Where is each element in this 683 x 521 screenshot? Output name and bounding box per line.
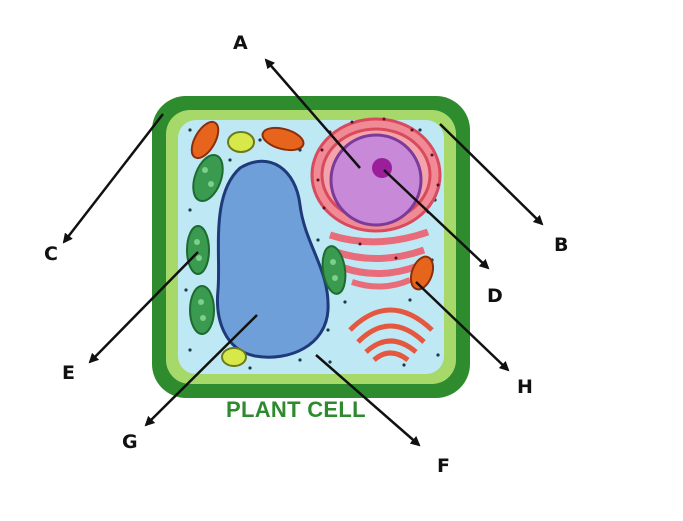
label-e: E xyxy=(62,362,75,384)
label-d: D xyxy=(487,285,503,307)
nucleus xyxy=(329,133,423,227)
ribosomes xyxy=(316,117,440,260)
diagram-title: PLANT CELL xyxy=(226,397,366,422)
central-vacuole xyxy=(215,159,330,359)
label-c: C xyxy=(44,243,58,265)
label-b: B xyxy=(554,234,569,256)
golgi-apparatus xyxy=(348,307,434,363)
mitochondria xyxy=(190,120,435,291)
label-g: G xyxy=(122,431,138,453)
arrow-b xyxy=(439,123,544,226)
label-h: H xyxy=(517,376,533,398)
arrow-e xyxy=(88,251,199,364)
arrow-a xyxy=(264,58,361,169)
label-f: F xyxy=(437,455,450,477)
arrow-f xyxy=(315,354,421,447)
pointer-arrows xyxy=(62,58,544,447)
arrow-d xyxy=(383,169,490,270)
label-a: A xyxy=(233,32,248,54)
chloroplast-grana xyxy=(194,167,338,321)
vesicles xyxy=(221,131,255,367)
arrow-h xyxy=(415,281,510,372)
arrow-g xyxy=(144,314,258,427)
chloroplasts xyxy=(186,154,347,335)
arrow-c xyxy=(62,113,164,244)
